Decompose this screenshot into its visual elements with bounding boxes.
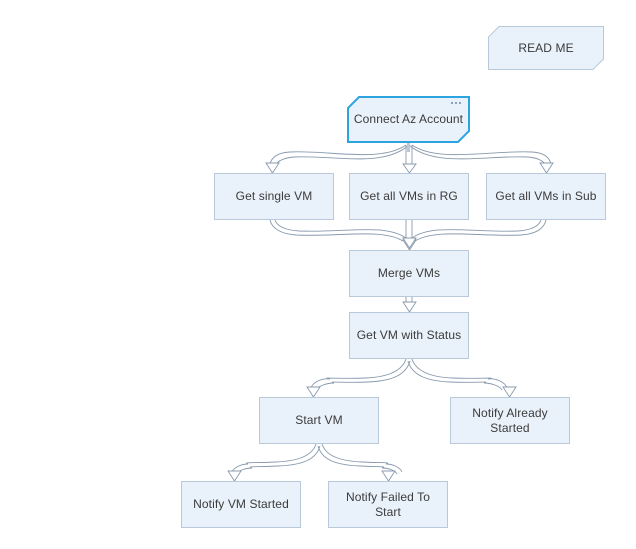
- node-get-vm-with-status[interactable]: Get VM with Status: [349, 312, 469, 359]
- node-merge-vms-label: Merge VMs: [377, 266, 441, 281]
- node-notify-vm-started[interactable]: Notify VM Started: [181, 481, 301, 528]
- edge-status-to-start: [306, 358, 411, 398]
- node-start-vm[interactable]: Start VM: [259, 397, 379, 444]
- edge-connect-to-rg: [402, 145, 417, 174]
- edge-connect-to-sub: [408, 144, 554, 174]
- node-get-single-vm[interactable]: Get single VM: [214, 173, 334, 220]
- edge-sub-to-merge: [402, 219, 547, 249]
- node-get-single-vm-label: Get single VM: [235, 189, 313, 204]
- node-merge-vms[interactable]: Merge VMs: [349, 250, 469, 297]
- node-notify-failed-to-start-label: Notify Failed To Start: [345, 490, 431, 519]
- connector-handle-stub[interactable]: [407, 143, 410, 152]
- ellipsis-icon[interactable]: [451, 102, 461, 104]
- edge-start-to-started: [227, 443, 321, 482]
- edge-start-to-failed: [317, 443, 403, 482]
- node-notify-already-started[interactable]: Notify Already Started: [450, 397, 570, 444]
- node-notify-failed-to-start[interactable]: Notify Failed To Start: [328, 481, 448, 528]
- node-get-all-vms-in-rg[interactable]: Get all VMs in RG: [349, 173, 469, 220]
- node-get-all-vms-in-rg-label: Get all VMs in RG: [360, 189, 458, 204]
- edge-connect-to-single: [265, 144, 410, 174]
- node-read-me[interactable]: READ ME: [488, 26, 604, 70]
- node-connect-az-account[interactable]: Connect Az Account: [347, 96, 470, 143]
- connect-az-account-shape: [347, 96, 470, 143]
- node-start-vm-label: Start VM: [295, 413, 343, 428]
- node-get-all-vms-in-sub-label: Get all VMs in Sub: [495, 189, 597, 204]
- node-get-all-vms-in-sub[interactable]: Get all VMs in Sub: [486, 173, 606, 220]
- edge-status-to-already: [407, 358, 517, 398]
- edge-merge-to-status: [402, 297, 417, 313]
- node-notify-vm-started-label: Notify VM Started: [193, 497, 289, 512]
- read-me-shape: [488, 26, 604, 70]
- node-notify-already-started-label: Notify Already Started: [472, 406, 548, 435]
- node-get-vm-with-status-label: Get VM with Status: [356, 328, 462, 343]
